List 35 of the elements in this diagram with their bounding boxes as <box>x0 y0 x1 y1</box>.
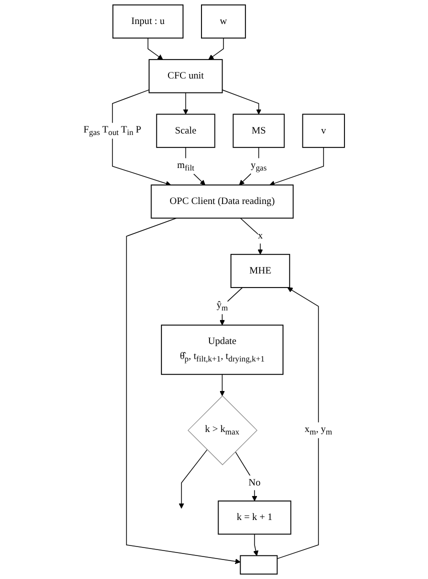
arrow <box>208 38 224 60</box>
arrow <box>220 287 243 326</box>
node-diamond: k > k$_{max}$ <box>188 395 258 466</box>
edge-label: x$_{m}$, y$_{m}$ <box>304 424 332 437</box>
arrow <box>239 147 260 186</box>
node-box: CFC unit <box>148 59 223 94</box>
arrow <box>269 147 324 186</box>
arrow <box>240 218 263 255</box>
node-box: Input : u <box>112 4 184 39</box>
edge-label: x <box>258 230 263 242</box>
arrow <box>220 374 225 396</box>
arrow <box>148 38 164 60</box>
edge-label: y$_{gas}$ <box>250 160 267 172</box>
arrow <box>126 218 241 564</box>
arrow <box>178 449 208 509</box>
arrow <box>222 89 262 114</box>
node-box: Update θ̂$_{p}$, t$_{filt,k+1}$, t$_{drying,k+1}$ <box>160 324 284 375</box>
node-box: MHE <box>230 254 290 288</box>
arrow <box>185 147 206 186</box>
node-box <box>240 555 278 575</box>
edge-label: m$_{filt}$ <box>177 160 194 172</box>
arrow <box>112 89 171 186</box>
edge-label: ŷ$_{m}$ <box>216 300 228 313</box>
arrow <box>183 92 188 114</box>
node-box: k = k + 1 <box>218 500 292 535</box>
node-box: Scale <box>156 114 216 148</box>
arrow <box>234 451 258 502</box>
node-box: MS <box>232 114 285 148</box>
arrow <box>253 534 258 556</box>
edge-label: F$_{gas}$ T$_{out}$ T$_{in}$ P <box>84 124 142 138</box>
node-box: v <box>302 114 345 148</box>
node-box: OPC Client (Data reading) <box>150 184 294 219</box>
arrow <box>276 287 319 560</box>
edge-label: No <box>248 477 261 488</box>
node-box: w <box>201 4 246 39</box>
